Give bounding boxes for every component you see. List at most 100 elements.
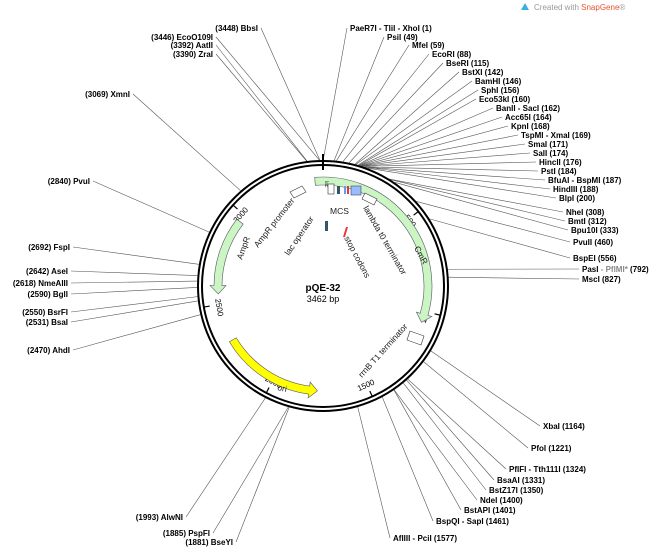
site-position: (1401) xyxy=(490,506,516,515)
leader-lines xyxy=(70,27,580,543)
site-position: (2590) xyxy=(28,290,53,299)
site-position: (3069) xyxy=(85,90,110,99)
site-name: MscI xyxy=(582,275,600,284)
site-position: (162) xyxy=(539,104,560,113)
site-label-right: PsiI (49) xyxy=(387,33,418,42)
site-label-left: (1993) AlwNI xyxy=(136,513,183,522)
site-name: BseYI xyxy=(211,538,233,547)
site-label-left: (3069) XmnI xyxy=(85,90,130,99)
leader-line xyxy=(359,107,494,166)
site-label-right: XbaI (1164) xyxy=(543,422,585,431)
site-name: AlwNI xyxy=(161,513,183,522)
site-name: EcoRI xyxy=(432,50,455,59)
tick-mark-1500 xyxy=(369,390,373,397)
site-position: (188) xyxy=(577,185,598,194)
site-position: (142) xyxy=(482,68,503,77)
site-label-right: BanII - SacI (162) xyxy=(496,104,560,113)
site-position: (2840) xyxy=(48,177,73,186)
site-position: (3392) xyxy=(171,41,196,50)
site-name: Bpu10I xyxy=(571,226,598,235)
ampr-promoter-arrow xyxy=(289,185,307,199)
feature-label-ampr: AmpR xyxy=(234,235,251,261)
site-name: BstZ17I xyxy=(489,486,518,495)
site-name: SalI xyxy=(533,149,547,158)
leader-line xyxy=(359,116,503,166)
leader-line xyxy=(358,98,477,166)
site-label-right: BseRI (115) xyxy=(446,59,489,68)
site-name: BstXI xyxy=(462,68,482,77)
site-position: (160) xyxy=(509,95,530,104)
leader-line xyxy=(407,378,507,470)
leader-line xyxy=(360,134,519,167)
rrnb-t1-terminator-box xyxy=(406,330,425,346)
site-label-right: SphI (156) xyxy=(481,86,520,95)
leader-line xyxy=(367,167,557,199)
site-name: BfuAI - BspMI xyxy=(548,176,600,185)
tick-label-3000: 3000 xyxy=(232,205,251,225)
site-label-right: TspMI - XmaI (169) xyxy=(521,131,591,140)
site-position: (187) xyxy=(600,176,621,185)
site-name: PasI xyxy=(582,265,598,274)
site-position: (2618) xyxy=(13,279,38,288)
backbone xyxy=(197,154,449,412)
mcs-mark-2 xyxy=(347,186,349,194)
plasmid-size: 3462 bp xyxy=(307,294,340,304)
site-position: (3448) xyxy=(215,24,240,33)
site-name: SphI xyxy=(481,86,498,95)
leader-line xyxy=(215,36,320,161)
site-position: (556) xyxy=(596,254,617,263)
site-position: (1885) xyxy=(163,529,188,538)
leader-line xyxy=(70,280,198,284)
site-label-left: (2618) NmeAIII xyxy=(13,279,68,288)
site-name: AatII xyxy=(196,41,213,50)
leader-line xyxy=(448,276,580,280)
site-name: HincII xyxy=(539,158,561,167)
tick-mark-1000 xyxy=(434,313,441,316)
site-label-right: BmtI (312) xyxy=(568,217,607,226)
sites-left: (3448) BbsI(3446) EcoO109I(3392) AatII(3… xyxy=(13,24,258,547)
site-position: (827) xyxy=(600,275,621,284)
leader-line xyxy=(354,71,460,165)
site-position: (174) xyxy=(547,149,568,158)
leader-line xyxy=(72,314,201,351)
site-label-right: BfuAI - BspMI (187) xyxy=(548,176,622,185)
lac-operator-mark xyxy=(337,186,340,194)
site-label-right: PflFI - Tth111I (1324) xyxy=(509,465,586,474)
site-label-left: (2470) AhdI xyxy=(27,346,70,355)
tick-mark-2500 xyxy=(203,305,210,308)
site-label-right: MscI (827) xyxy=(582,275,621,284)
feature-label-rrnb-t1: rrnB T1 terminator xyxy=(356,321,410,379)
site-position: (460) xyxy=(592,238,613,247)
leader-line xyxy=(382,397,434,522)
site-position: (156) xyxy=(498,86,519,95)
leader-line xyxy=(348,62,444,163)
site-name: PvuI xyxy=(73,177,90,186)
mcs-mark-1 xyxy=(344,186,346,194)
leader-line xyxy=(215,53,307,162)
mcs-region-features: lac xyxy=(289,181,425,346)
site-position: (308) xyxy=(583,208,604,217)
site-label-left: (3392) AatII xyxy=(171,41,213,50)
site-sub-name: - PflMI* xyxy=(598,265,628,274)
site-name: PfoI xyxy=(531,444,546,453)
site-name: NdeI xyxy=(480,496,497,505)
leader-line xyxy=(365,166,551,190)
site-name: SmaI xyxy=(528,140,547,149)
leader-line xyxy=(70,270,198,276)
site-name: PaeR7I - TliI - XhoI xyxy=(350,24,420,33)
site-label-right: BsaAI (1331) xyxy=(497,476,545,485)
leader-line xyxy=(416,201,571,243)
site-name: AflIII - PciI xyxy=(393,534,432,543)
credit-brand: SnapGene xyxy=(581,3,620,12)
site-label-left: (2590) BglI xyxy=(28,290,68,299)
leader-line xyxy=(393,389,462,511)
leader-line xyxy=(185,397,266,518)
lambda-t0-terminator-box xyxy=(361,192,378,206)
site-position: (169) xyxy=(570,131,591,140)
site-position: (1400) xyxy=(497,496,523,505)
leader-line xyxy=(393,389,478,501)
site-label-right: PasI - PflMI* (792) xyxy=(582,265,649,274)
site-name: PvuII xyxy=(573,238,592,247)
site-position: (2531) xyxy=(26,318,51,327)
leader-line xyxy=(72,246,199,265)
